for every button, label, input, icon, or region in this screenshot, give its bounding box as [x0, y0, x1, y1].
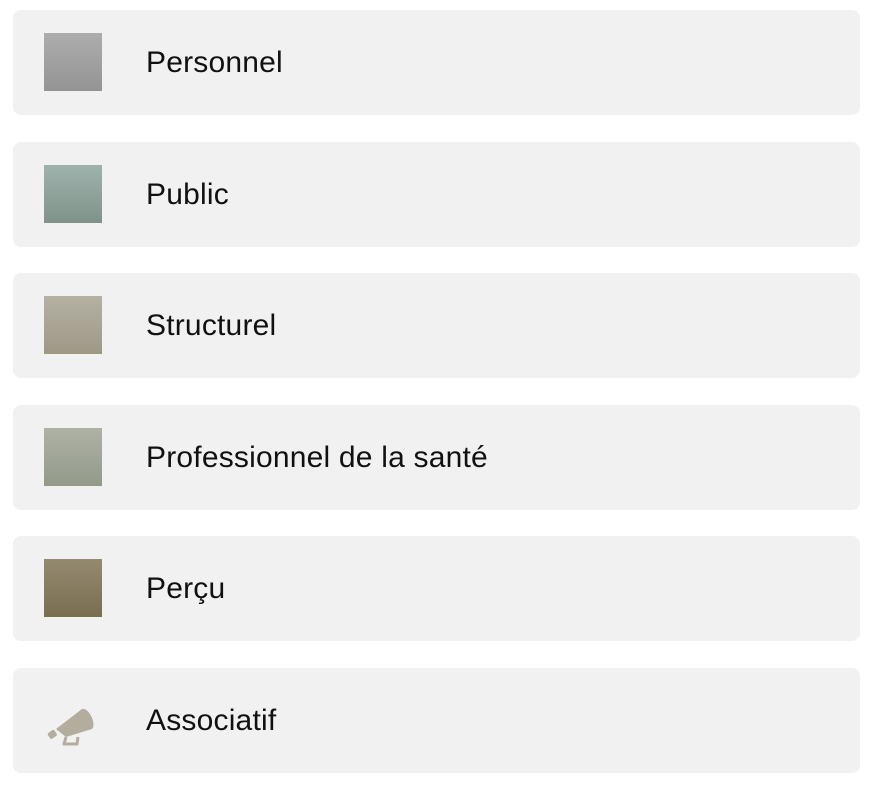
gray-swatch-icon — [44, 33, 102, 91]
megaphone-icon — [47, 708, 94, 745]
category-item-percu[interactable]: Perçu — [13, 536, 860, 641]
category-label: Professionnel de la santé — [146, 440, 488, 474]
category-item-professionnel-de-la-sante[interactable]: Professionnel de la santé — [13, 404, 860, 510]
beige-swatch-icon — [44, 296, 102, 354]
category-item-personnel[interactable]: Personnel — [13, 10, 860, 115]
category-label: Public — [146, 177, 229, 211]
category-item-public[interactable]: Public — [13, 141, 860, 247]
category-item-structurel[interactable]: Structurel — [13, 273, 860, 378]
sage-swatch-icon — [44, 427, 102, 486]
category-label: Perçu — [146, 572, 226, 605]
category-item-associatif[interactable]: Associatif — [13, 667, 860, 773]
brown-swatch-icon — [44, 559, 102, 617]
category-label: Associatif — [146, 703, 277, 737]
teal-gray-swatch-icon — [44, 164, 102, 223]
category-label: Personnel — [146, 46, 283, 79]
category-label: Structurel — [146, 309, 277, 342]
category-list: Personnel Public Structurel Professionne… — [13, 10, 860, 773]
